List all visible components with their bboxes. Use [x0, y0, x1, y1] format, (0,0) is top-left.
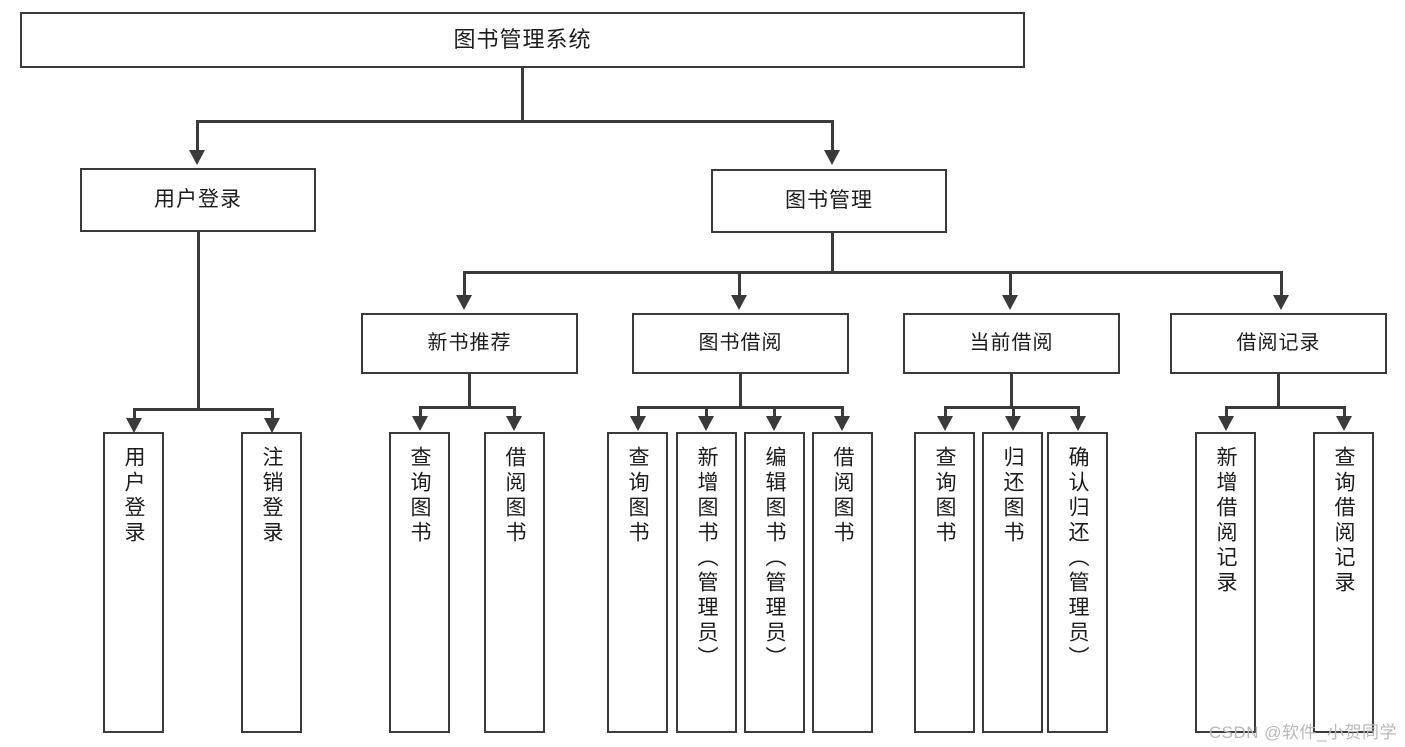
connector-book-manage-bus — [463, 271, 1280, 274]
connector-borrow-record-to-leaf-1 — [1225, 406, 1228, 418]
node-leaf-borrow-book-recommend[interactable]: 借阅图书 — [484, 432, 545, 733]
connector-borrow-record-stem — [1277, 374, 1280, 408]
node-root-book-management-system[interactable]: 图书管理系统 — [20, 12, 1025, 68]
node-leaf-query-book-borrow[interactable]: 查询图书 — [607, 432, 668, 733]
connector-user-login-stem — [197, 232, 200, 410]
node-leaf-borrow-book[interactable]: 借阅图书 — [812, 432, 873, 733]
node-label: 当前借阅 — [969, 331, 1054, 354]
arrow-root-to-book-manage — [824, 150, 840, 165]
arrow-current-borrow-to-leaf-1 — [937, 416, 953, 431]
connector-new-book-to-leaf-1 — [419, 406, 422, 418]
connector-current-borrow-to-leaf-2 — [1012, 406, 1015, 418]
connector-user-login-bus — [133, 408, 272, 411]
node-leaf-user-login[interactable]: 用户登录 — [103, 432, 164, 733]
connector-book-borrow-to-leaf-1 — [637, 406, 640, 418]
node-leaf-query-book-current[interactable]: 查询图书 — [914, 432, 975, 733]
node-label: 借阅图书 — [831, 446, 854, 546]
node-current-borrow[interactable]: 当前借阅 — [903, 313, 1120, 374]
node-leaf-query-book-recommend[interactable]: 查询图书 — [389, 432, 450, 733]
node-label: 查询图书 — [626, 446, 649, 546]
arrow-book-borrow-to-leaf-1 — [630, 416, 646, 431]
node-label: 归还图书 — [1001, 446, 1024, 546]
node-label: 借阅记录 — [1236, 331, 1321, 354]
connector-new-book-to-leaf-2 — [513, 406, 516, 418]
node-label: 图书管理 — [785, 188, 873, 212]
connector-new-book-bus — [419, 406, 515, 409]
arrow-book-borrow-to-leaf-2 — [698, 416, 714, 431]
connector-user-login-to-leaf-2 — [271, 408, 274, 420]
arrow-book-manage-to-current-borrow — [1002, 295, 1018, 310]
arrow-user-login-to-leaf-2 — [264, 418, 280, 433]
node-label: 用户登录 — [154, 187, 242, 211]
connector-root-bus — [196, 120, 834, 123]
connector-book-manage-stem — [831, 233, 834, 271]
arrow-new-book-to-leaf-2 — [506, 416, 522, 431]
node-book-borrow[interactable]: 图书借阅 — [632, 313, 849, 374]
arrow-borrow-record-to-leaf-1 — [1218, 416, 1234, 431]
node-leaf-add-book-admin[interactable]: 新增图书（管理员） — [676, 432, 737, 733]
arrow-book-borrow-to-leaf-3 — [766, 416, 782, 431]
connector-book-borrow-to-leaf-2 — [705, 406, 708, 418]
connector-book-borrow-stem — [739, 374, 742, 408]
node-label: 用户登录 — [122, 446, 145, 546]
connector-borrow-record-to-leaf-2 — [1343, 406, 1346, 418]
connector-book-manage-to-borrow-record — [1280, 271, 1283, 297]
node-label: 新增借阅记录 — [1214, 446, 1237, 596]
arrow-user-login-to-leaf-1 — [126, 418, 142, 433]
arrow-book-manage-to-new-book — [456, 295, 472, 310]
node-user-login[interactable]: 用户登录 — [80, 168, 316, 232]
node-label: 查询借阅记录 — [1332, 446, 1355, 596]
arrow-borrow-record-to-leaf-2 — [1336, 416, 1352, 431]
arrow-book-manage-to-book-borrow — [731, 295, 747, 310]
connector-book-manage-to-current-borrow — [1009, 271, 1012, 297]
connector-book-borrow-bus — [637, 406, 843, 409]
node-borrow-record[interactable]: 借阅记录 — [1170, 313, 1387, 374]
connector-current-borrow-stem — [1010, 374, 1013, 408]
node-label: 编辑图书（管理员） — [763, 446, 786, 671]
connector-root-stem — [521, 68, 524, 120]
node-label: 注销登录 — [260, 446, 283, 546]
arrow-book-manage-to-borrow-record — [1273, 295, 1289, 310]
connector-new-book-stem — [468, 374, 471, 408]
node-label: 图书借阅 — [698, 331, 783, 354]
node-leaf-edit-book-admin[interactable]: 编辑图书（管理员） — [744, 432, 805, 733]
node-book-management[interactable]: 图书管理 — [711, 169, 947, 233]
connector-root-to-book-manage — [831, 120, 834, 150]
connector-current-borrow-to-leaf-1 — [944, 406, 947, 418]
connector-book-borrow-to-leaf-3 — [773, 406, 776, 418]
connector-current-borrow-to-leaf-3 — [1077, 406, 1080, 418]
connector-book-manage-to-book-borrow — [738, 271, 741, 297]
arrow-new-book-to-leaf-1 — [412, 416, 428, 431]
arrow-current-borrow-to-leaf-2 — [1005, 416, 1021, 431]
connector-user-login-to-leaf-1 — [133, 408, 136, 420]
connector-borrow-record-bus — [1225, 406, 1345, 409]
connector-root-to-user-login — [196, 120, 199, 150]
node-label: 确认归还（管理员） — [1066, 446, 1089, 671]
node-leaf-add-borrow-record[interactable]: 新增借阅记录 — [1195, 432, 1256, 733]
node-leaf-user-logout[interactable]: 注销登录 — [241, 432, 302, 733]
node-label: 图书管理系统 — [453, 27, 592, 53]
node-label: 查询图书 — [933, 446, 956, 546]
connector-book-borrow-to-leaf-4 — [841, 406, 844, 418]
node-label: 新书推荐 — [427, 331, 512, 354]
connector-current-borrow-bus — [944, 406, 1078, 409]
node-label: 新增图书（管理员） — [695, 446, 718, 671]
node-new-book-recommend[interactable]: 新书推荐 — [361, 313, 578, 374]
node-label: 查询图书 — [408, 446, 431, 546]
node-label: 借阅图书 — [503, 446, 526, 546]
node-leaf-query-borrow-record[interactable]: 查询借阅记录 — [1313, 432, 1374, 733]
arrow-book-borrow-to-leaf-4 — [834, 416, 850, 431]
node-leaf-return-book[interactable]: 归还图书 — [982, 432, 1043, 733]
arrow-root-to-user-login — [189, 150, 205, 165]
connector-book-manage-to-new-book — [463, 271, 466, 297]
arrow-current-borrow-to-leaf-3 — [1070, 416, 1086, 431]
node-leaf-confirm-return-admin[interactable]: 确认归还（管理员） — [1047, 432, 1108, 733]
